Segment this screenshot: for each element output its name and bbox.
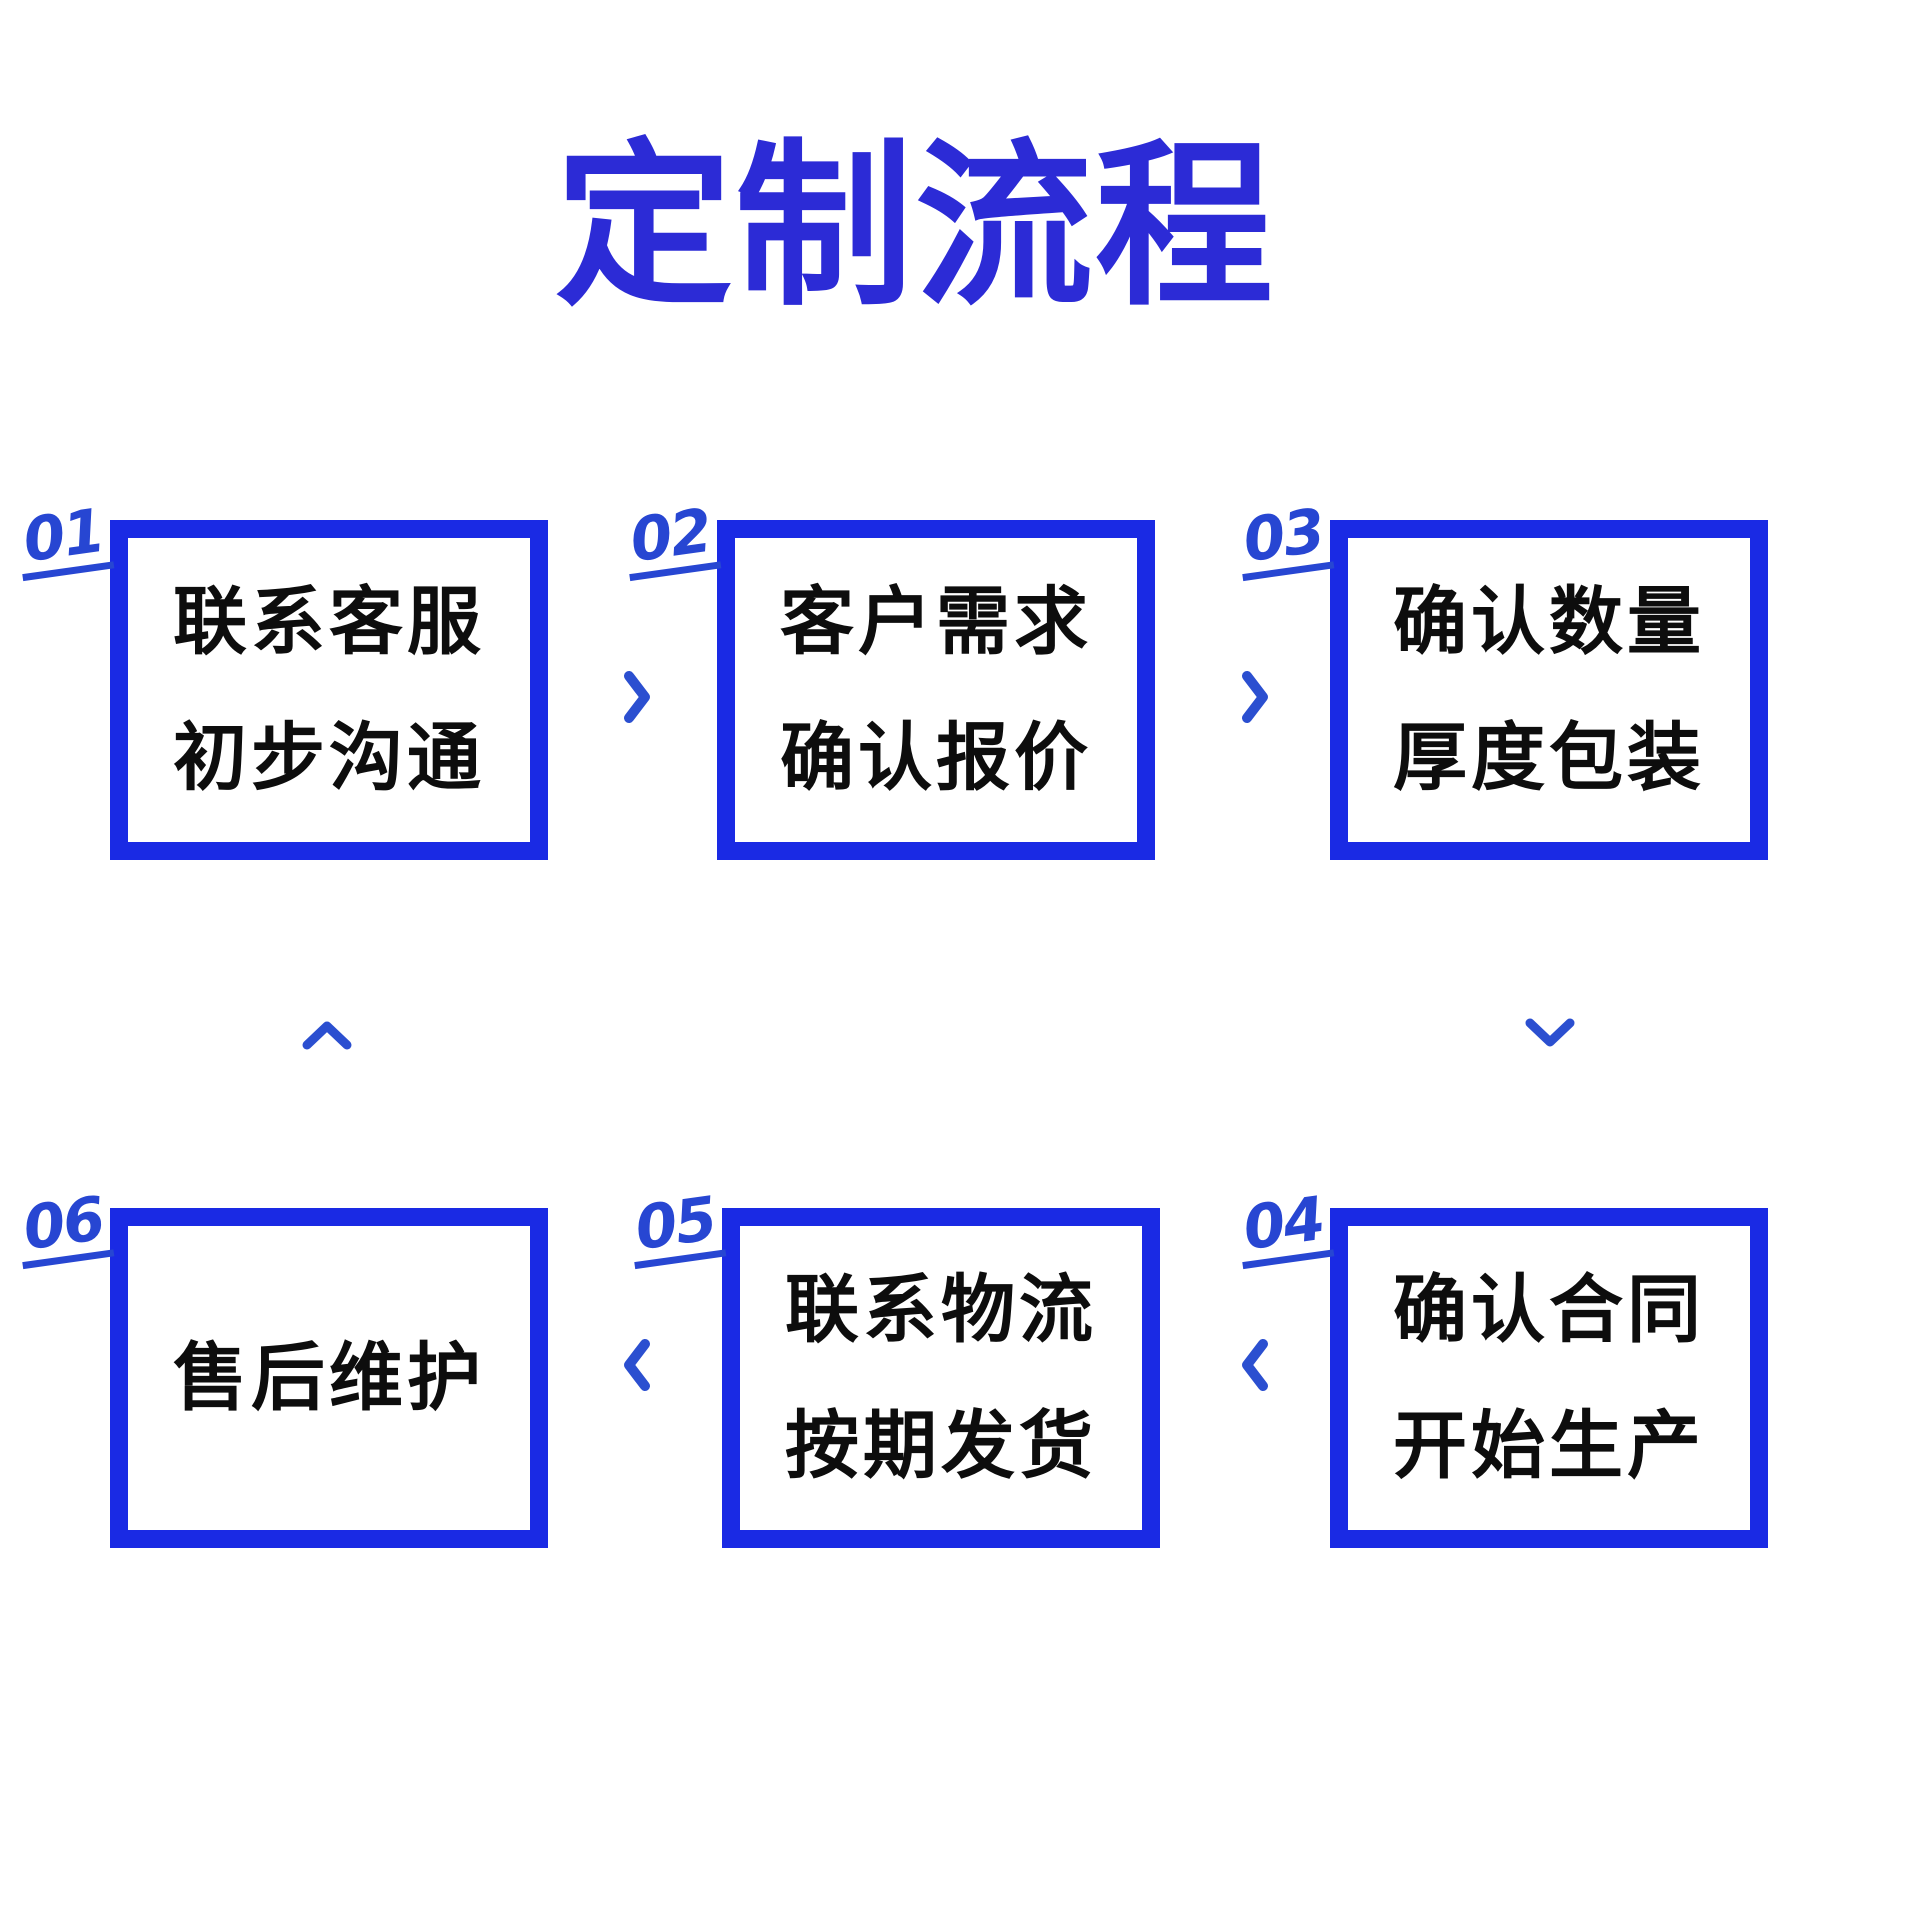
step-04-box: 确认合同 开始生产 (1330, 1208, 1768, 1548)
step-text-line: 确认合同 (1393, 1267, 1705, 1353)
step-text-line: 确认报价 (780, 715, 1092, 801)
step-text-line: 初步沟通 (173, 715, 485, 801)
arrow-up-icon (302, 1021, 352, 1050)
arrow-right-stroke (1242, 671, 1268, 723)
step-text-line: 联系客服 (173, 579, 485, 665)
arrow-right-icon (624, 671, 650, 723)
step-text-line: 客户需求 (780, 579, 1092, 665)
step-03: 03 确认数量 厚度包装 (1233, 496, 1768, 860)
arrow-down-stroke (1525, 1018, 1575, 1047)
step-text-line: 开始生产 (1393, 1403, 1705, 1489)
step-01: 01 联系客服 初步沟通 (13, 496, 548, 860)
arrow-left-stroke (1242, 1339, 1268, 1391)
step-03-box: 确认数量 厚度包装 (1330, 520, 1768, 860)
arrow-right-icon (1242, 671, 1268, 723)
step-text-line: 按期发货 (785, 1403, 1097, 1489)
step-text-line: 联系物流 (785, 1267, 1097, 1353)
arrow-up-stroke (302, 1021, 352, 1050)
step-06-box: 售后维护 (110, 1208, 548, 1548)
arrow-down-icon (1525, 1018, 1575, 1047)
arrow-left-stroke (624, 1339, 650, 1391)
step-02: 02 客户需求 确认报价 (620, 496, 1155, 860)
arrow-left-icon (624, 1339, 650, 1391)
arrow-right-stroke (624, 671, 650, 723)
step-02-number-badge: 02 (620, 496, 722, 582)
step-text-line: 确认数量 (1393, 579, 1705, 665)
step-04-number-badge: 04 (1233, 1184, 1335, 1270)
step-05: 05 联系物流 按期发货 (625, 1184, 1160, 1548)
step-06: 06 售后维护 (13, 1184, 548, 1548)
step-06-number-badge: 06 (13, 1184, 115, 1270)
step-text-line: 售后维护 (173, 1335, 485, 1421)
step-01-number-badge: 01 (13, 496, 115, 582)
arrow-left-icon (1242, 1339, 1268, 1391)
step-text-line: 厚度包装 (1393, 715, 1705, 801)
step-02-box: 客户需求 确认报价 (717, 520, 1155, 860)
step-04: 04 确认合同 开始生产 (1233, 1184, 1768, 1548)
step-01-box: 联系客服 初步沟通 (110, 520, 548, 860)
step-03-number-badge: 03 (1233, 496, 1335, 582)
step-05-number-badge: 05 (625, 1184, 727, 1270)
step-05-box: 联系物流 按期发货 (722, 1208, 1160, 1548)
page-title: 定制流程 (555, 123, 1275, 330)
